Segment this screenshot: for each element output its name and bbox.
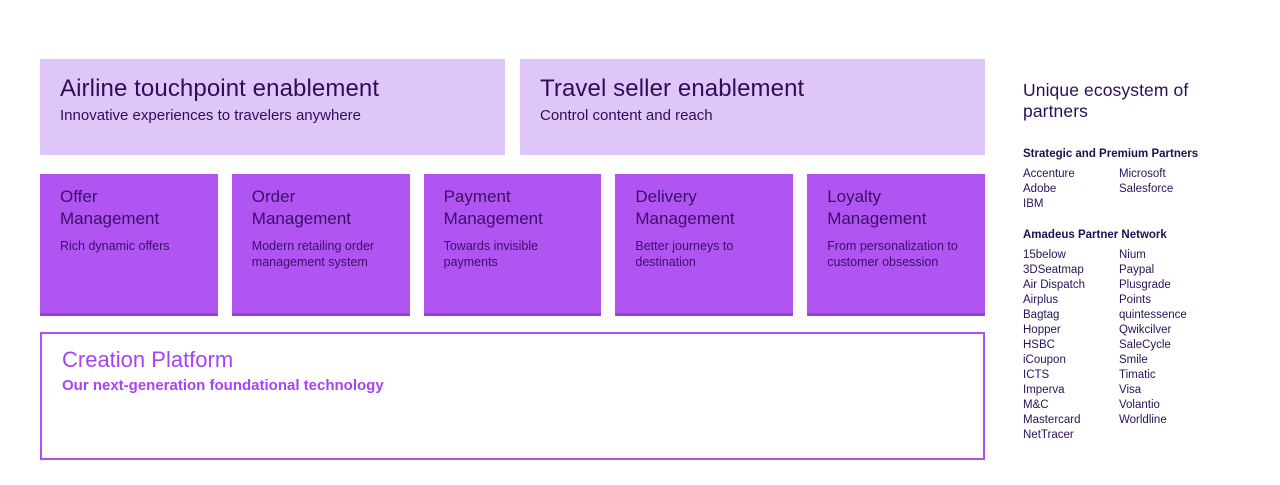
partner-name: Plusgrade [1119,279,1171,291]
partner-name: 3DSeatmap [1023,264,1084,276]
partner-name: IBM [1023,198,1044,210]
partner-name: Smile [1119,354,1148,366]
module-title: Offer Management [60,187,160,228]
partner-name: quintessence [1119,309,1187,321]
module-title: Order Management [251,187,352,228]
partner-name: Microsoft [1119,168,1166,180]
module-subtitle: Modern retailing order management system [251,239,375,269]
module-offer-management: Offer Management Rich dynamic offers [40,174,218,316]
partner-name: Bagtag [1023,309,1060,321]
banner-travel-seller: Travel seller enablement Control content… [520,59,985,155]
partner-name: Volantio [1119,399,1160,411]
module-subtitle: Towards invisible payments [443,239,539,269]
main-column: Airline touchpoint enablement Innovative… [40,59,985,460]
banner-subtitle: Control content and reach [540,107,713,124]
platform-subtitle: Our next-generation foundational technol… [62,377,384,394]
partner-name: Visa [1119,384,1142,396]
module-title: Delivery Management [635,187,735,228]
platform-title: Creation Platform [62,347,234,372]
partner-name: Salesforce [1119,183,1174,195]
partner-name: Worldline [1119,414,1167,426]
partner-name: iCoupon [1023,354,1066,366]
partner-name: NetTracer [1023,429,1074,441]
module-title: Loyalty Management [827,187,927,228]
partner-name: Airplus [1023,294,1059,306]
strategic-partners-section-title: Strategic and Premium Partners [1023,148,1199,160]
module-subtitle: From personalization to customer obsessi… [827,239,958,269]
management-modules-row: Offer Management Rich dynamic offers Ord… [40,174,985,316]
partner-name: Imperva [1023,384,1065,396]
partner-name: Nium [1119,249,1146,261]
partner-name: Air Dispatch [1023,279,1085,291]
banner-subtitle: Innovative experiences to travelers anyw… [60,107,361,124]
partner-name: Mastercard [1023,414,1081,426]
partner-name: Accenture [1023,168,1075,180]
enablement-banners: Airline touchpoint enablement Innovative… [40,59,985,155]
partner-name: SaleCycle [1119,339,1171,351]
module-subtitle: Rich dynamic offers [60,239,170,253]
partner-network-section-title: Amadeus Partner Network [1023,229,1167,241]
partner-name: Timatic [1119,369,1156,381]
banner-title: Airline touchpoint enablement [60,75,380,102]
partner-name: ICTS [1023,369,1050,381]
partner-name: Points [1119,294,1151,306]
module-payment-management: Payment Management Towards invisible pay… [423,174,602,316]
banner-airline-touchpoint: Airline touchpoint enablement Innovative… [40,59,505,155]
creation-platform-panel: Creation Platform Our next-generation fo… [40,332,985,460]
partner-name: Paypal [1119,264,1155,276]
module-loyalty-management: Loyalty Management From personalization … [807,174,985,316]
module-delivery-management: Delivery Management Better journeys to d… [615,174,794,316]
partners-sidebar: Unique ecosystem of partners Strategic a… [1023,80,1253,443]
partner-name: Hopper [1023,324,1061,336]
partner-name: M&C [1023,399,1049,411]
partner-name: Qwikcilver [1119,324,1172,336]
module-order-management: Order Management Modern retailing order … [231,174,410,316]
partner-name: 15below [1023,249,1066,261]
partner-name: HSBC [1023,339,1055,351]
module-title: Payment Management [443,187,543,228]
partner-name: Adobe [1023,183,1057,195]
module-subtitle: Better journeys to destination [635,239,734,269]
banner-title: Travel seller enablement [540,75,805,102]
partners-heading: Unique ecosystem of partners [1023,80,1189,121]
